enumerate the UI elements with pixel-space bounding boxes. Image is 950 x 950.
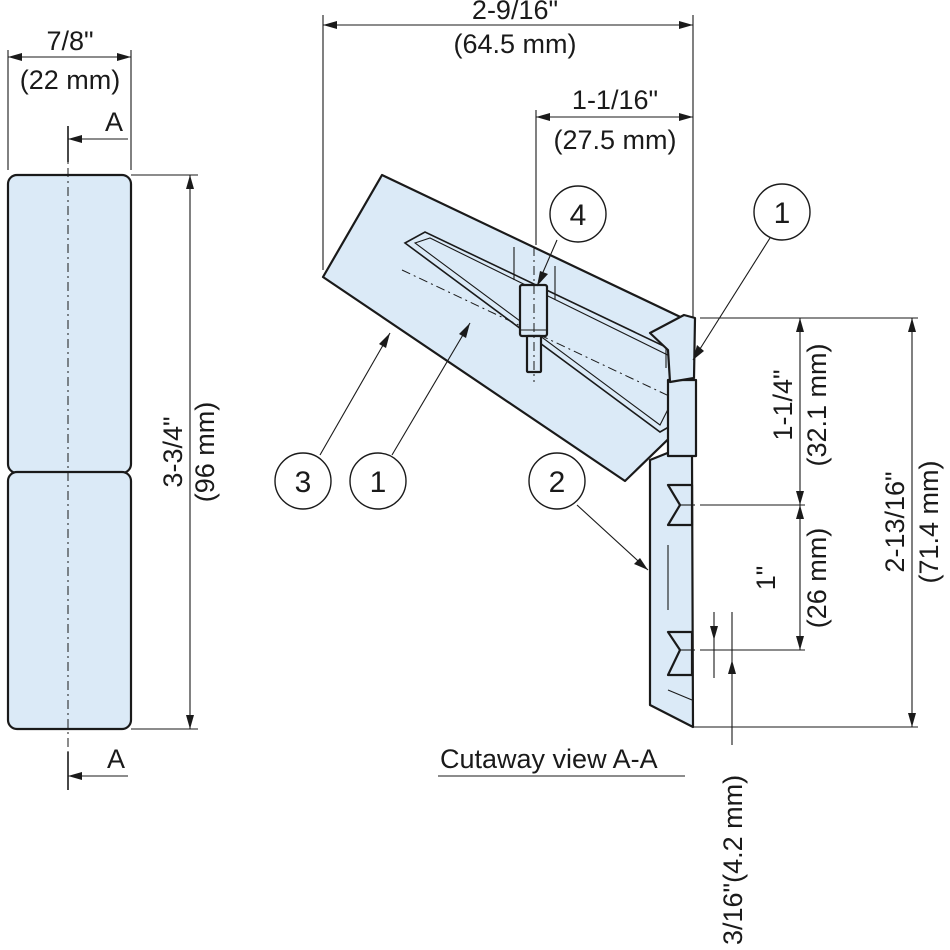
callout-1-lower: 1 <box>349 322 471 510</box>
dimension-hole-diameter: 3/16"(4.2 mm) <box>710 612 748 945</box>
front-view: A A 7/8" (22 mm) 3-3/4" (96 mm) <box>6 26 220 790</box>
front-height-in: 3-3/4" <box>158 416 188 487</box>
countersink-hole-upper <box>666 483 695 527</box>
total-height-mm: (71.4 mm) <box>914 460 944 583</box>
total-height-in: 2-13/16" <box>880 471 910 572</box>
section-mark-bottom: A <box>107 744 125 774</box>
callout-3-label: 3 <box>295 466 312 499</box>
dimension-front-width: 7/8" (22 mm) <box>7 26 132 170</box>
front-width-in: 7/8" <box>46 26 93 56</box>
callout-1-upper: 1 <box>692 183 811 361</box>
callout-4-label: 4 <box>570 199 587 232</box>
dimension-total-height: 2-13/16" (71.4 mm) <box>693 317 944 728</box>
section-mark-top: A <box>105 107 123 137</box>
upper-spacing-mm: (32.1 mm) <box>802 343 832 466</box>
front-height-mm: (96 mm) <box>190 402 220 503</box>
countersink-hole-lower <box>666 630 695 677</box>
callout-1-lower-label: 1 <box>370 466 387 499</box>
section-view: Cutaway view A-A <box>321 173 698 777</box>
front-lower-leaf <box>6 470 133 731</box>
dimension-overall-width: 2-9/16" (64.5 mm) <box>322 0 694 318</box>
upper-spacing-in: 1-1/4" <box>768 369 798 440</box>
plunger-pin <box>518 247 549 382</box>
callout-4: 4 <box>536 185 607 287</box>
overall-width-mm: (64.5 mm) <box>453 29 576 59</box>
hole-diameter-label: 3/16"(4.2 mm) <box>718 775 748 945</box>
offset-mm: (27.5 mm) <box>553 125 676 155</box>
caption: Cutaway view A-A <box>440 744 658 774</box>
top-clip <box>648 313 697 384</box>
dimension-offset: 1-1/16" (27.5 mm) <box>535 85 693 245</box>
front-width-mm: (22 mm) <box>20 65 121 95</box>
dimension-upper-spacing: 1-1/4" (32.1 mm) <box>700 317 832 506</box>
front-upper-leaf <box>6 173 133 475</box>
callout-3: 3 <box>274 332 391 510</box>
offset-in: 1-1/16" <box>572 85 658 115</box>
angled-leaf-body <box>321 173 695 483</box>
callout-2-label: 2 <box>549 466 566 499</box>
dimension-front-height: 3-3/4" (96 mm) <box>131 174 220 730</box>
callout-1-upper-label: 1 <box>774 197 791 230</box>
dimension-lower-spacing: 1" (26 mm) <box>700 505 832 651</box>
overall-width-in: 2-9/16" <box>472 0 558 25</box>
lower-spacing-in: 1" <box>751 566 781 591</box>
lower-spacing-mm: (26 mm) <box>802 528 832 629</box>
slot-centerline <box>401 269 693 414</box>
callout-2: 2 <box>528 452 649 571</box>
